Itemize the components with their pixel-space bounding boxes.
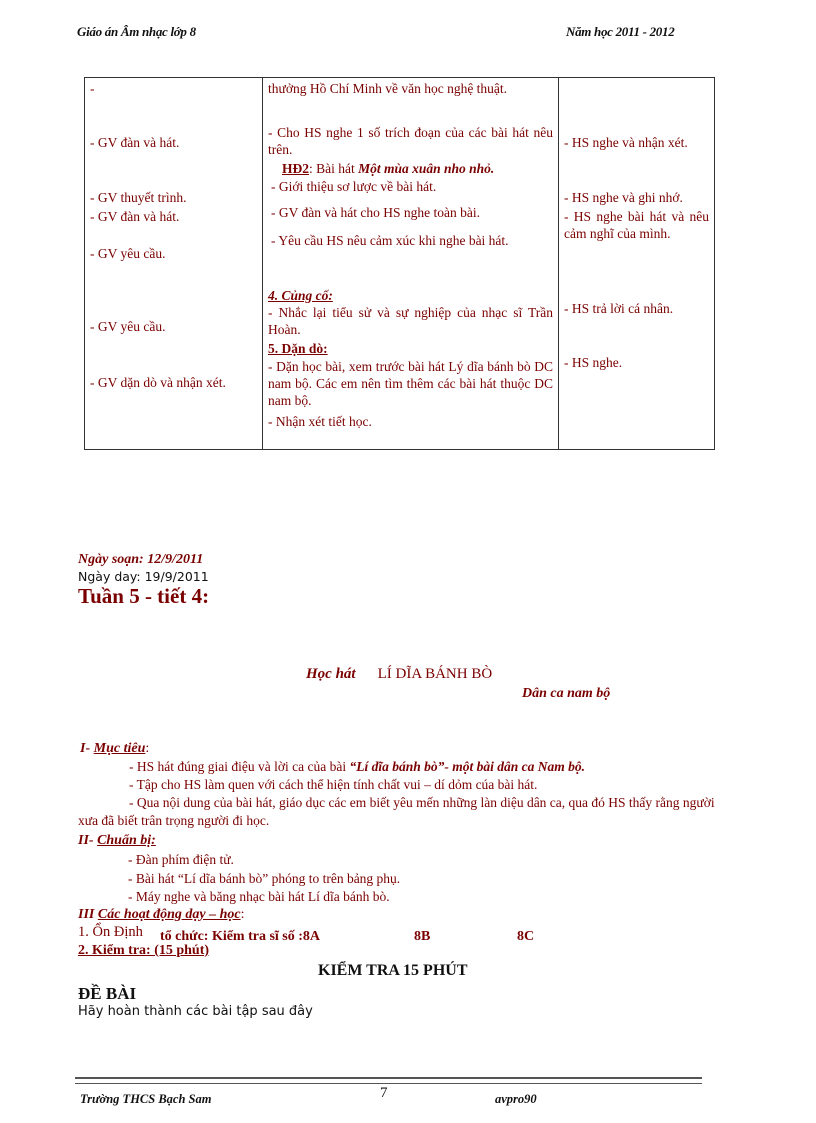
teacher-activity: - GV đàn và hát.: [90, 135, 180, 150]
content-text: - Nhắc lại tiểu sử và sự nghiệp của nhạc…: [268, 305, 553, 337]
student-column: - HS nghe và nhận xét. - HS nghe và ghi …: [558, 77, 715, 450]
content-text: - Yêu cầu HS nêu cảm xúc khi nghe bài há…: [271, 233, 509, 248]
content-text: - GV đàn và hát cho HS nghe toàn bài.: [271, 205, 480, 220]
preparation-item: - Bài hát “Lí dĩa bánh bò” phóng to trên…: [128, 871, 401, 886]
student-activity: - HS nghe bài hát và nêu cảm nghĩ của mì…: [564, 209, 709, 241]
footer-divider: [75, 1077, 702, 1084]
footer-author: avpro90: [495, 1092, 537, 1106]
test-label: 2. Kiểm tra: (15 phút): [78, 943, 210, 958]
content-text: - Giới thiệu sơ lược về bài hát.: [271, 179, 437, 194]
content-text: - Cho HS nghe 1 số trích đoạn của các bà…: [268, 125, 553, 157]
cungco-heading: 4. Củng cố:: [268, 288, 333, 303]
teacher-activity: - GV dặn dò và nhận xét.: [90, 375, 226, 390]
week-lesson-title: Tuần 5 - tiết 4:: [78, 584, 210, 608]
teacher-column: - - GV đàn và hát. - GV thuyết trình. - …: [84, 77, 263, 450]
page-number: 7: [380, 1085, 388, 1101]
header-right: Năm học 2011 - 2012: [566, 24, 675, 39]
song-heading: Học hát LÍ DĨA BÁNH BÒ: [306, 666, 492, 683]
content-text: - Nhận xét tiết học.: [268, 414, 372, 429]
test-instruction: Hãy hoàn thành các bài tập sau đây: [78, 1004, 313, 1019]
song-origin: Dân ca nam bộ: [522, 686, 611, 701]
hd2-heading: HĐ2: Bài hát Một mùa xuân nho nhỏ.: [282, 161, 495, 176]
dando-heading: 5. Dặn dò:: [268, 341, 328, 356]
student-activity: - HS nghe.: [564, 355, 623, 370]
header-left: Giáo án Âm nhạc lớp 8: [77, 24, 196, 39]
student-activity: - HS trả lời cá nhân.: [564, 301, 674, 316]
preparation-item: - Đàn phím điện tử.: [128, 852, 234, 867]
class-8b: 8B: [414, 929, 431, 944]
objective-item: - Tập cho HS làm quen với cách thể hiện …: [129, 777, 538, 792]
test-heading: KIỂM TRA 15 PHÚT: [318, 962, 468, 979]
activities-heading: III Các hoạt động dạy – học:: [78, 907, 245, 922]
student-activity: - HS nghe và nhận xét.: [564, 135, 688, 150]
teacher-activity: -: [90, 81, 95, 96]
objective-item: - HS hát đúng giai điệu và lời ca của bà…: [129, 759, 585, 774]
footer-school: Trường THCS Bạch Sam: [80, 1092, 212, 1106]
preparation-heading: II- Chuẩn bị:: [78, 833, 156, 848]
class-check-label: tổ chức: Kiểm tra sĩ số :8A: [160, 929, 321, 944]
song-name: LÍ DĨA BÁNH BÒ: [377, 666, 493, 682]
preparation-item: - Máy nghe và băng nhạc bài hát Lí dĩa b…: [128, 889, 390, 904]
content-column: thưởng Hồ Chí Minh về văn học nghệ thuật…: [262, 77, 559, 450]
date-taught: Ngày day: 19/9/2011: [78, 569, 209, 584]
on-dinh-label: 1. Ổn Định: [78, 924, 143, 940]
objective-item: - Qua nội dung của bài hát, giáo dục các…: [78, 795, 715, 828]
teacher-activity: - GV đàn và hát.: [90, 209, 180, 224]
hd2-label: HĐ2: [282, 161, 309, 176]
objectives-heading: I- Mục tiêu:: [80, 741, 150, 756]
date-prepared: Ngày soạn: 12/9/2011: [78, 552, 204, 567]
teacher-activity: - GV yêu cầu.: [90, 246, 166, 261]
content-text: thưởng Hồ Chí Minh về văn học nghệ thuật…: [268, 81, 508, 96]
lesson-activity-table: - - GV đàn và hát. - GV thuyết trình. - …: [84, 77, 715, 450]
content-text: - Dặn học bài, xem trước bài hát Lý dĩa …: [268, 359, 553, 408]
de-bai-heading: ĐỀ BÀI: [78, 984, 137, 1003]
song-title: Một mùa xuân nho nhỏ.: [358, 161, 495, 176]
hoc-hat-label: Học hát: [306, 666, 356, 682]
teacher-activity: - GV thuyết trình.: [90, 190, 187, 205]
class-8c: 8C: [517, 929, 535, 944]
student-activity: - HS nghe và ghi nhớ.: [564, 190, 683, 205]
teacher-activity: - GV yêu cầu.: [90, 319, 166, 334]
